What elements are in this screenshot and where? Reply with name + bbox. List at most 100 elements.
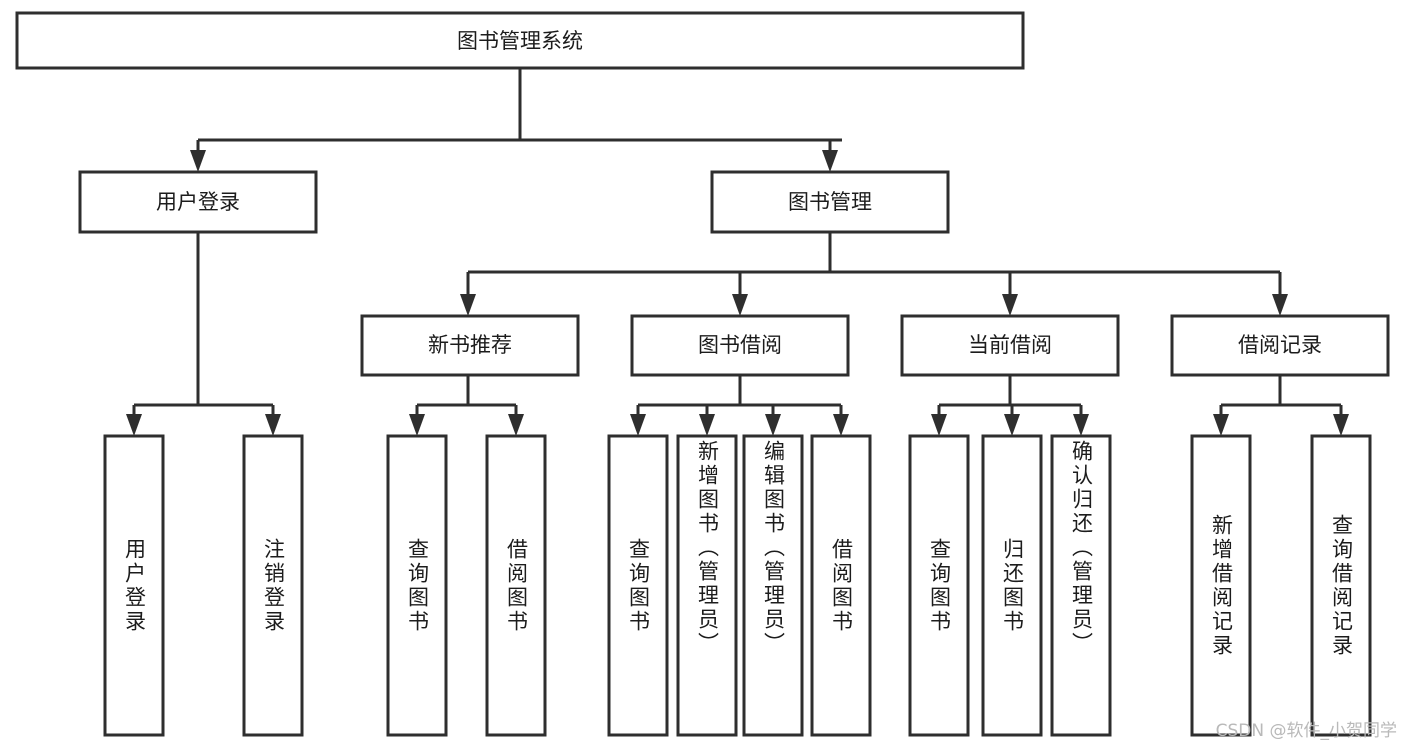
node-leaf-add-borrow-record-box bbox=[1190, 434, 1252, 737]
node-book-management[interactable]: 图书管理 bbox=[710, 170, 950, 234]
node-leaf-query-book-recommend-textwrap: 查询图书 bbox=[405, 537, 430, 634]
node-leaf-add-book-admin-box bbox=[676, 434, 738, 737]
leaf-label-vertical: 用户登录 bbox=[122, 537, 147, 634]
node-leaf-borrow-book-textwrap: 借阅图书 bbox=[829, 537, 854, 634]
leaf-label-vertical: 确认归还（管理员） bbox=[1069, 440, 1094, 656]
leaf-label-vertical: 借阅图书 bbox=[829, 537, 854, 634]
leaf-label-vertical: 新增借阅记录 bbox=[1209, 513, 1234, 658]
node-leaf-query-book-current-box bbox=[908, 434, 970, 737]
node-leaf-logout-textwrap: 注销登录 bbox=[261, 537, 286, 634]
node-leaf-user-login[interactable]: 用户登录 bbox=[103, 434, 165, 737]
node-leaf-query-book-recommend-box bbox=[386, 434, 448, 737]
edge-group-root-to-level2 bbox=[190, 68, 842, 172]
leaf-label-vertical: 查询图书 bbox=[405, 537, 430, 634]
arrow-to-leaf-query-book-borrow bbox=[630, 414, 646, 436]
leaf-label-vertical: 查询借阅记录 bbox=[1329, 513, 1354, 658]
leaf-label-vertical: 借阅图书 bbox=[504, 537, 529, 634]
node-borrow-record[interactable]: 借阅记录 bbox=[1170, 314, 1390, 377]
node-leaf-add-book-admin[interactable]: 新增图书（管理员） bbox=[676, 434, 738, 737]
arrow-to-borrow-record bbox=[1272, 294, 1288, 316]
leaf-label-vertical: 查询图书 bbox=[927, 537, 952, 634]
node-book-management-label: 图书管理 bbox=[788, 190, 872, 214]
node-leaf-user-login-box bbox=[103, 434, 165, 737]
node-leaf-edit-book-admin-box bbox=[742, 434, 804, 737]
node-book-management-box bbox=[710, 170, 950, 234]
leaf-label-vertical: 查询图书 bbox=[626, 537, 651, 634]
node-leaf-add-borrow-record-textwrap: 新增借阅记录 bbox=[1209, 513, 1234, 658]
node-book-borrow-box bbox=[630, 314, 850, 377]
node-leaf-return-book-box bbox=[981, 434, 1043, 737]
arrow-to-leaf-borrow-book bbox=[833, 414, 849, 436]
node-leaf-confirm-return-admin[interactable]: 确认归还（管理员） bbox=[1050, 434, 1112, 737]
node-leaf-query-book-recommend[interactable]: 查询图书 bbox=[386, 434, 448, 737]
node-leaf-return-book-textwrap: 归还图书 bbox=[1000, 537, 1025, 634]
node-leaf-query-book-current-textwrap: 查询图书 bbox=[927, 537, 952, 634]
arrow-to-leaf-edit-book-admin bbox=[765, 414, 781, 436]
node-current-borrow-label: 当前借阅 bbox=[968, 333, 1052, 357]
node-leaf-borrow-book-recommend-box bbox=[485, 434, 547, 737]
node-leaf-user-login-textwrap: 用户登录 bbox=[122, 537, 147, 634]
leaf-label-vertical: 注销登录 bbox=[261, 537, 286, 634]
leaf-label-vertical: 归还图书 bbox=[1000, 537, 1025, 634]
node-leaf-logout[interactable]: 注销登录 bbox=[242, 434, 304, 737]
node-root-box bbox=[15, 11, 1025, 70]
arrow-to-leaf-user-login bbox=[126, 414, 142, 436]
node-root-label: 图书管理系统 bbox=[457, 29, 583, 53]
arrow-to-book-management bbox=[822, 150, 838, 172]
node-new-book-recommend-box bbox=[360, 314, 580, 377]
arrow-to-leaf-confirm-return-admin bbox=[1073, 414, 1089, 436]
edge-group-borrow-record-to-leaves bbox=[1213, 375, 1349, 436]
arrow-to-leaf-return-book bbox=[1004, 414, 1020, 436]
arrow-to-leaf-borrow-book-recommend bbox=[508, 414, 524, 436]
node-leaf-query-book-borrow-box bbox=[607, 434, 669, 737]
arrow-to-user-login bbox=[190, 150, 206, 172]
node-new-book-recommend-label: 新书推荐 bbox=[428, 333, 512, 357]
arrow-to-book-borrow bbox=[732, 294, 748, 316]
node-current-borrow-box bbox=[900, 314, 1120, 377]
node-leaf-query-book-borrow-textwrap: 查询图书 bbox=[626, 537, 651, 634]
node-leaf-add-borrow-record[interactable]: 新增借阅记录 bbox=[1190, 434, 1252, 737]
arrow-to-new-book-recommend bbox=[460, 294, 476, 316]
edge-group-book-management-to-level3 bbox=[460, 232, 1288, 316]
node-leaf-borrow-book[interactable]: 借阅图书 bbox=[810, 434, 872, 737]
node-leaf-logout-box bbox=[242, 434, 304, 737]
node-leaf-edit-book-admin[interactable]: 编辑图书（管理员） bbox=[742, 434, 804, 737]
node-leaf-borrow-book-box bbox=[810, 434, 872, 737]
node-leaf-confirm-return-admin-box bbox=[1050, 434, 1112, 737]
node-new-book-recommend[interactable]: 新书推荐 bbox=[360, 314, 580, 377]
node-borrow-record-label: 借阅记录 bbox=[1238, 333, 1322, 357]
node-book-borrow-label: 图书借阅 bbox=[698, 333, 782, 357]
node-leaf-borrow-book-recommend-textwrap: 借阅图书 bbox=[504, 537, 529, 634]
edge-group-book-borrow-to-leaves bbox=[630, 375, 849, 436]
edge-group-current-borrow-to-leaves bbox=[931, 375, 1089, 436]
node-leaf-query-borrow-record[interactable]: 查询借阅记录 bbox=[1310, 434, 1372, 737]
node-user-login-box bbox=[78, 170, 318, 234]
node-root[interactable]: 图书管理系统 bbox=[15, 11, 1025, 70]
arrow-to-leaf-query-borrow-record bbox=[1333, 414, 1349, 436]
edge-group-new-book-recommend-to-leaves bbox=[409, 375, 524, 436]
node-borrow-record-box bbox=[1170, 314, 1390, 377]
node-leaf-add-book-admin-textwrap: 新增图书（管理员） bbox=[695, 440, 720, 656]
arrow-to-leaf-add-borrow-record bbox=[1213, 414, 1229, 436]
node-leaf-borrow-book-recommend[interactable]: 借阅图书 bbox=[485, 434, 547, 737]
node-leaf-query-book-current[interactable]: 查询图书 bbox=[908, 434, 970, 737]
arrow-to-current-borrow bbox=[1002, 294, 1018, 316]
arrow-to-leaf-query-book-recommend bbox=[409, 414, 425, 436]
node-leaf-edit-book-admin-textwrap: 编辑图书（管理员） bbox=[761, 440, 786, 656]
leaf-label-vertical: 新增图书（管理员） bbox=[695, 440, 720, 656]
node-user-login[interactable]: 用户登录 bbox=[78, 170, 318, 234]
node-leaf-query-borrow-record-box bbox=[1310, 434, 1372, 737]
edge-group-user-login-to-leaves bbox=[126, 232, 281, 436]
node-current-borrow[interactable]: 当前借阅 bbox=[900, 314, 1120, 377]
node-leaf-return-book[interactable]: 归还图书 bbox=[981, 434, 1043, 737]
node-leaf-query-book-borrow[interactable]: 查询图书 bbox=[607, 434, 669, 737]
node-leaf-confirm-return-admin-textwrap: 确认归还（管理员） bbox=[1069, 440, 1094, 656]
node-user-login-label: 用户登录 bbox=[156, 190, 240, 214]
arrow-to-leaf-logout bbox=[265, 414, 281, 436]
node-book-borrow[interactable]: 图书借阅 bbox=[630, 314, 850, 377]
leaf-label-vertical: 编辑图书（管理员） bbox=[761, 440, 786, 656]
node-leaf-query-borrow-record-textwrap: 查询借阅记录 bbox=[1329, 513, 1354, 658]
arrow-to-leaf-add-book-admin bbox=[699, 414, 715, 436]
